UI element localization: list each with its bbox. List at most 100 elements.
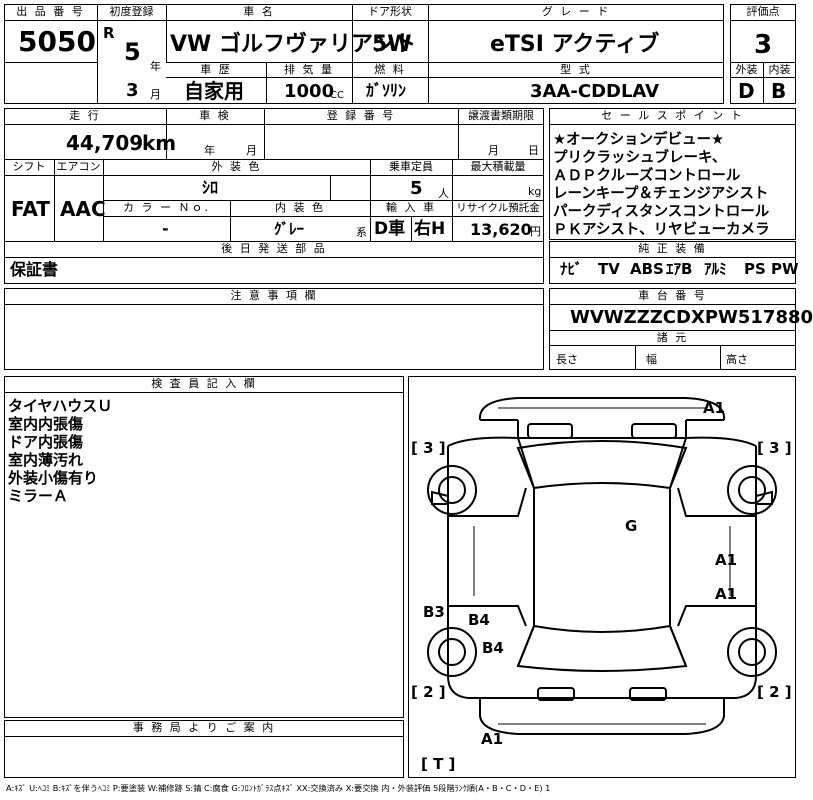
exterior-label: 外装 [735,63,758,76]
later-parts: 保証書 [10,260,59,279]
kg-unit: kg [528,185,542,198]
displacement-label: 排 気 量 [284,63,334,76]
damage-mark-front: A1 [703,399,726,417]
int-color-label: 内 装 色 [275,201,325,214]
notes-block [4,288,544,370]
grade-label: グ レ ー ド [541,5,611,18]
equip-navi: ﾅﾋﾞ [560,260,583,278]
car-diagram [427,397,777,735]
color-no-label: カ ラ ー Ｎｏ. [123,201,210,214]
equipment-block [549,241,796,284]
lot-number: 5050 [18,25,96,58]
model-code: 3AA-CDDLAV [530,81,660,102]
km-unit: km [142,131,177,155]
inspection-label: 車 検 [199,109,231,122]
damage-mark-left-2: B4 [468,611,490,629]
details-block [4,108,544,284]
month-unit: 月 [150,88,161,101]
damage-mark-windshield: G [625,517,638,535]
inspection-month: 月 [246,144,257,157]
inspector-notes-block [4,376,404,718]
mileage-label: 走 行 [69,109,101,122]
specs-label: 諸 元 [656,331,689,344]
displacement: 1000 [284,81,335,102]
first-reg-label: 初度登録 [109,5,154,18]
car-name: VW ゴルフヴァリアント [170,32,417,57]
person-unit: 人 [438,187,449,200]
lot-no-label: 出 品 番 号 [16,5,85,18]
inspector-note-5: 外装小傷有り [8,469,99,487]
height-label: 高さ [726,353,748,366]
interior-grade: B [771,79,787,103]
tire-bracket-rear-right: [ 2 ] [757,683,792,701]
int-color: ｸﾞﾚｰ [274,220,305,238]
damage-mark-rear: A1 [481,730,504,748]
sales-point-3: ＡＤＰクルーズコントロール [553,168,741,184]
exterior-grade: D [738,79,755,103]
kei-unit: 系 [356,226,367,239]
equip-tv: TV [598,260,620,278]
capacity: 5 [410,178,423,199]
damage-mark-left-1: B3 [423,603,445,621]
year-unit: 年 [150,60,161,73]
inspector-note-1: タイヤハウスＵ [8,397,113,415]
inspector-note-2: 室内内張傷 [8,415,84,433]
reg-month: 3 [126,80,139,101]
fuel: ｶﾞｿﾘﾝ [366,81,407,100]
equip-airbag: ｴｱB [666,260,693,278]
fuel-label: 燃 料 [374,63,406,76]
shift-type: FAT [11,197,50,221]
model-code-label: 型 式 [560,63,592,76]
grade: eTSI アクティブ [490,32,660,57]
era-letter: R [103,24,115,42]
length-label: 長さ [556,353,578,366]
history-label: 車 歴 [200,63,232,76]
transfer-month: 月 [488,144,499,157]
equip-abs: ABS [630,260,664,278]
tire-bracket-rear-left: [ 2 ] [411,683,446,701]
top-info-block [4,4,724,104]
chassis-number: WVWZZZCDXPW517880 [570,307,813,328]
width-label: 幅 [646,353,657,366]
recycle-fee: 13,620 [470,220,532,239]
sales-points-label: セ ー ル ス ポ イ ン ト [601,109,744,122]
import-drive: D車 [374,219,406,239]
capacity-label: 乗車定員 [389,160,433,173]
tire-bracket-front-left: [ 3 ] [411,439,446,457]
color-no: - [162,219,169,238]
transfer-label: 譲渡書類期限 [468,109,534,122]
sales-point-5: パークディスタンスコントロール [553,204,770,220]
ext-color-label: 外 装 色 [211,160,262,173]
sales-point-1: ★オークションデビュー★ [553,132,724,148]
ext-color: ｼﾛ [202,178,219,197]
damage-mark-right-2: A1 [715,585,738,603]
tire-bracket-front-right: [ 3 ] [757,439,792,457]
interior-label: 内装 [768,63,791,76]
yen-unit: 円 [530,225,541,238]
cc-unit: CC [330,90,344,101]
tire-bracket-spare: [ T ] [421,755,456,773]
shift-label: シフト [12,160,46,173]
sales-points-block [549,108,796,240]
max-load-label: 最大積載量 [470,160,526,173]
inspector-note-6: ミラーＡ [8,487,69,505]
car-diagram-block [408,376,796,778]
door-type: 5W [372,32,412,57]
equip-ps: PS [744,260,766,278]
sales-point-2: プリクラッシュブレーキ、 [553,150,727,166]
later-parts-label: 後 日 発 送 部 品 [221,242,327,255]
car-history: 自家用 [184,79,244,103]
notes-label: 注 意 事 項 欄 [230,289,318,302]
import-hand: 右H [414,219,446,239]
damage-mark-left-3: B4 [482,639,504,657]
door-type-label: ドア形状 [368,5,412,18]
damage-mark-right-1: A1 [715,551,738,569]
equip-pw: PW [771,260,799,278]
transfer-day: 日 [528,144,539,157]
chassis-label: 車 台 番 号 [638,289,707,302]
equipment-label: 純 正 装 備 [638,242,707,255]
reg-year: 5 [124,38,141,66]
car-name-label: 車 名 [243,5,275,18]
inspector-notes-label: 検 査 員 記 入 欄 [151,377,257,390]
reg-no-label: 登 録 番 号 [326,109,396,122]
